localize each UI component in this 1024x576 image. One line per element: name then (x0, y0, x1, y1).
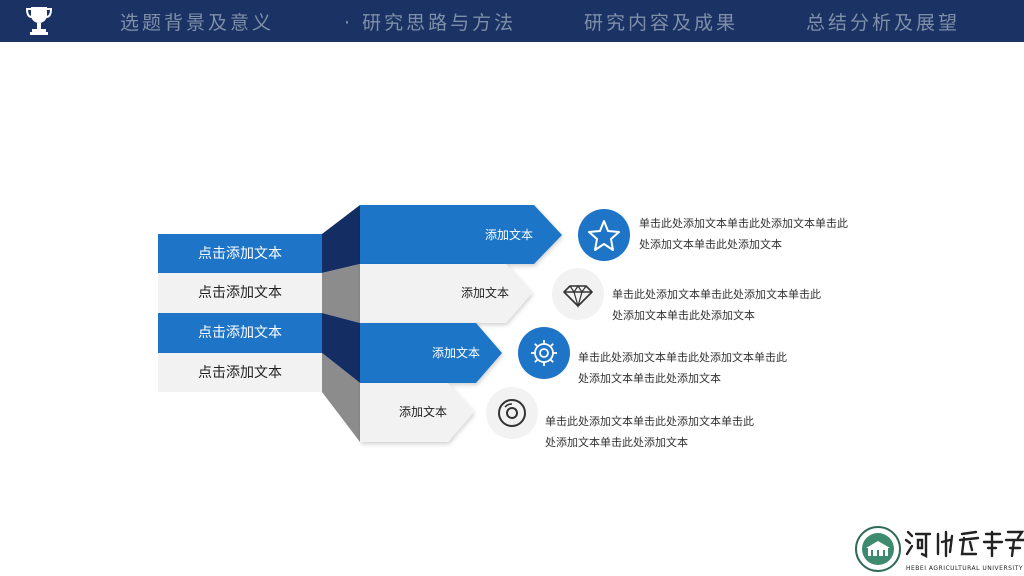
description-3[interactable]: 单击此处添加文本单击此处添加文本单击此处添加文本单击此处添加文本 (578, 347, 818, 389)
description-4[interactable]: 单击此处添加文本单击此处添加文本单击此处添加文本单击此处添加文本 (545, 411, 785, 453)
description-line: 单击此处添加文本单击此处添加文本单击此 (612, 288, 821, 301)
gear-icon (518, 327, 570, 379)
left-label-3[interactable]: 点击添加文本 (198, 325, 282, 341)
left-label-2[interactable]: 点击添加文本 (198, 285, 282, 301)
arrow-label-3[interactable]: 添加文本 (431, 346, 480, 360)
description-2[interactable]: 单击此处添加文本单击此处添加文本单击此处添加文本单击此处添加文本 (612, 284, 852, 326)
trophy-icon (26, 7, 52, 35)
svg-text:HEBEI AGRICULTURAL UNIVERSITY: HEBEI AGRICULTURAL UNIVERSITY (906, 565, 1023, 572)
left-box-3 (158, 313, 322, 353)
left-label-1[interactable]: 点击添加文本 (198, 246, 282, 262)
description-line: 单击此处添加文本单击此处添加文本单击此 (545, 415, 754, 428)
side-face-1 (322, 205, 360, 273)
arrow-shape-2 (360, 264, 532, 323)
nav-item-1[interactable]: 选题背景及意义 (120, 12, 275, 34)
top-nav-bar: 选题背景及意义 · 研究思路与方法 研究内容及成果 总结分析及展望 (0, 0, 1024, 42)
description-line: 单击此处添加文本单击此处添加文本单击此 (578, 351, 787, 364)
arrow-label-4[interactable]: 添加文本 (398, 405, 447, 419)
arrow-label-2[interactable]: 添加文本 (460, 286, 509, 300)
left-box-4 (158, 353, 322, 392)
university-logo: HEBEI AGRICULTURAL UNIVERSITY (855, 526, 1024, 572)
star-icon (578, 209, 630, 261)
arrow-shape-1 (360, 205, 562, 264)
description-1[interactable]: 单击此处添加文本单击此处添加文本单击此处添加文本单击此处添加文本 (639, 213, 879, 255)
description-line: 处添加文本单击此处添加文本 (578, 372, 721, 385)
nav-item-2[interactable]: · 研究思路与方法 (344, 12, 517, 34)
arrow-label-1[interactable]: 添加文本 (484, 228, 533, 242)
left-box-2 (158, 273, 322, 313)
disc-icon (486, 387, 538, 439)
nav-item-4[interactable]: 总结分析及展望 (806, 12, 961, 34)
description-line: 处添加文本单击此处添加文本 (612, 309, 755, 322)
side-face-4 (322, 353, 360, 442)
nav-item-3[interactable]: 研究内容及成果 (584, 12, 739, 34)
left-label-4[interactable]: 点击添加文本 (198, 365, 282, 381)
arrow-shape-3 (360, 323, 502, 383)
description-line: 处添加文本单击此处添加文本 (639, 238, 782, 251)
description-line: 处添加文本单击此处添加文本 (545, 436, 688, 449)
side-face-3 (322, 313, 360, 383)
side-face-2 (322, 264, 360, 323)
description-line: 单击此处添加文本单击此处添加文本单击此 (639, 217, 848, 230)
diamond-icon (552, 268, 604, 320)
left-box-1 (158, 234, 322, 273)
arrow-shape-4 (360, 383, 474, 442)
